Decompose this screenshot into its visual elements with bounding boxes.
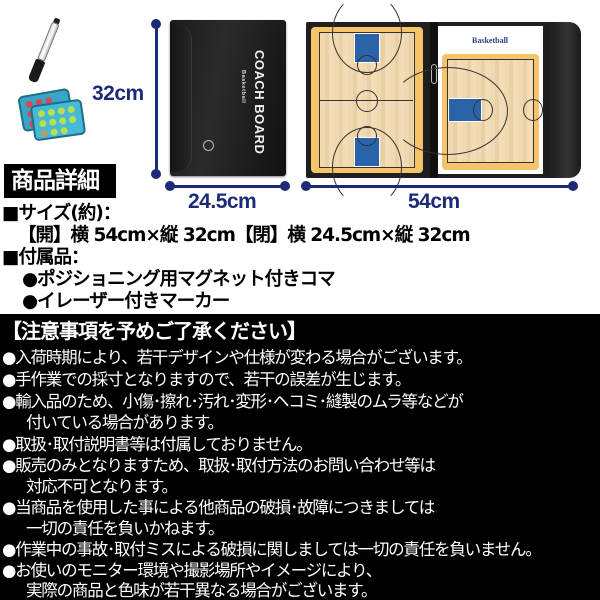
notice-line: ●取扱･取付説明書等は付属しておりません。 (2, 435, 313, 454)
product-details-heading: 商品詳細 (4, 164, 116, 198)
notice-line: 付いている場合があります。 (26, 413, 224, 432)
notice-line: ●輸入品のため、小傷･擦れ･汚れ･変形･ヘコミ･縫製のムラ等などが (2, 392, 464, 411)
dimension-end-dot (165, 181, 175, 191)
notice-section: 【注意事項を予めご了承ください】 ●入荷時期により、若干デザインや仕様が変わる場… (0, 314, 600, 600)
closed-coach-board: COACH BOARD Basketball (170, 20, 286, 176)
accessory-item: ●イレーザー付きマーカー (22, 291, 230, 312)
dimension-end-dot (568, 181, 578, 191)
half-court-diagram (388, 54, 543, 170)
notice-line: ●当商品を使用した事による他商品の破損･故障につきましては (2, 498, 435, 517)
accessories-label: ■付属品： (2, 247, 89, 268)
height-dimension-line (155, 24, 158, 174)
dimension-end-dot (151, 19, 161, 29)
notice-line: 実際の商品と色味が若干異なる場合がございます。 (26, 581, 377, 600)
open-width-label: 54cm (408, 190, 460, 213)
notice-line: ●販売のみとなりますため、取扱･取付方法のお問い合わせ等は (2, 456, 436, 475)
magnet-pieces-icon (17, 87, 88, 142)
half-court-panel: Basketball (388, 26, 543, 174)
closed-width-label: 24.5cm (188, 190, 257, 213)
size-value: 【開】横 54cm×縦 32cm【閉】横 24.5cm×縦 32cm (18, 225, 471, 246)
notice-line: ●手作業での採寸となりますので、若干の誤差が生じます。 (2, 370, 411, 389)
open-coach-board: Basketball (306, 0, 581, 207)
notice-line: 一切の責任を負いかねます。 (26, 519, 224, 538)
dimension-end-dot (280, 181, 290, 191)
dimension-end-dot (301, 181, 311, 191)
basketball-logo-icon (203, 140, 214, 151)
basketball-brand-logo: Basketball (472, 36, 509, 45)
notice-title: 【注意事項を予めご了承ください】 (2, 319, 307, 343)
notice-line: ●入荷時期により、若干デザインや仕様が変わる場合がございます。 (2, 348, 473, 367)
product-image-area: 32cm COACH BOARD Basketball 24.5cm (2, 0, 581, 312)
board-subtitle: Basketball (240, 70, 246, 104)
accessory-item: ●ポジショニング用マグネット付きコマ (22, 269, 336, 290)
notice-line: ●お使いのモニター環境や撮影場所やイメージにより、 (2, 561, 382, 580)
height-label: 32cm (92, 82, 144, 105)
open-width-dimension-line (306, 185, 574, 188)
marker-pen-icon (26, 16, 64, 84)
closed-width-dimension-line (170, 185, 285, 188)
notice-line: ●作業中の事故･取付ミスによる破損に関しましては一切の責任を負いません。 (2, 540, 542, 559)
notice-line: 対応不可となります。 (26, 477, 178, 496)
dimension-end-dot (151, 169, 161, 179)
board-title: COACH BOARD (252, 50, 267, 155)
size-label: ■サイズ(約)： (2, 203, 121, 224)
